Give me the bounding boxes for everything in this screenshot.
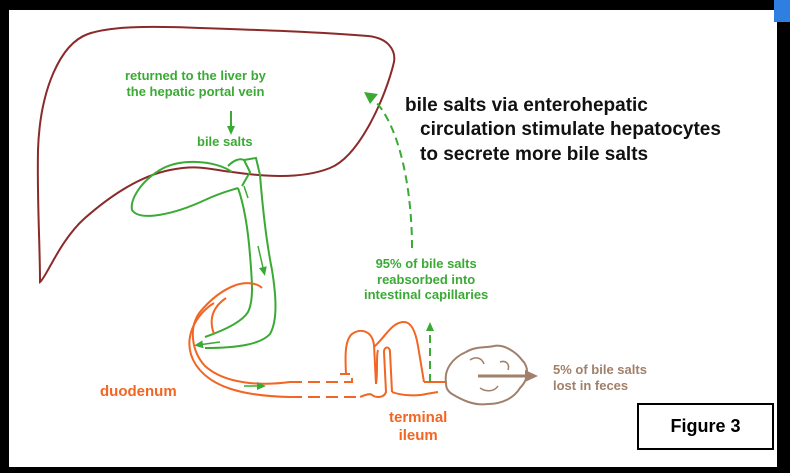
figure-caption-text: Figure 3 [670,416,741,436]
terminal-ileum-line-1: terminal [389,409,448,426]
liver-outline [36,25,396,284]
reabsorbed-line-1: 95% of bile salts [375,256,477,271]
figure-caption: Figure 3 [637,403,774,450]
small-intestine [188,282,446,398]
feces-line-1: 5% of bile salts [553,362,647,377]
portal-return-line-2: the hepatic portal vein [126,83,265,99]
terminal-ileum-line-2: ileum [398,427,438,444]
reabsorbed-line-3: intestinal capillaries [364,287,489,303]
headline-line-1: bile salts via enterohepatic [405,95,648,116]
feces-line-2: lost in feces [553,377,629,393]
terminal-ileum-label: terminal ileum [389,409,447,445]
portal-return-arrowhead [364,92,378,104]
duodenum-label: duodenum [100,383,177,400]
headline-text: bile salts via enterohepatic circulation… [405,94,721,167]
portal-return-arrow [373,99,413,249]
portal-return-line-1: returned to the liver by [125,68,266,83]
gallbladder-and-bile-duct [130,156,277,349]
reabsorbed-line-2: reabsorbed into [377,271,476,287]
feces-label: 5% of bile salts lost in feces [553,362,647,393]
headline-line-3: to secrete more bile salts [420,143,649,165]
portal-return-label: returned to the liver by the hepatic por… [125,68,266,99]
reabsorbed-label: 95% of bile salts reabsorbed into intest… [364,256,488,303]
bile-salts-label: bile salts [197,134,253,149]
corner-accent [774,0,790,22]
headline-line-2: circulation stimulate hepatocytes [420,119,721,141]
